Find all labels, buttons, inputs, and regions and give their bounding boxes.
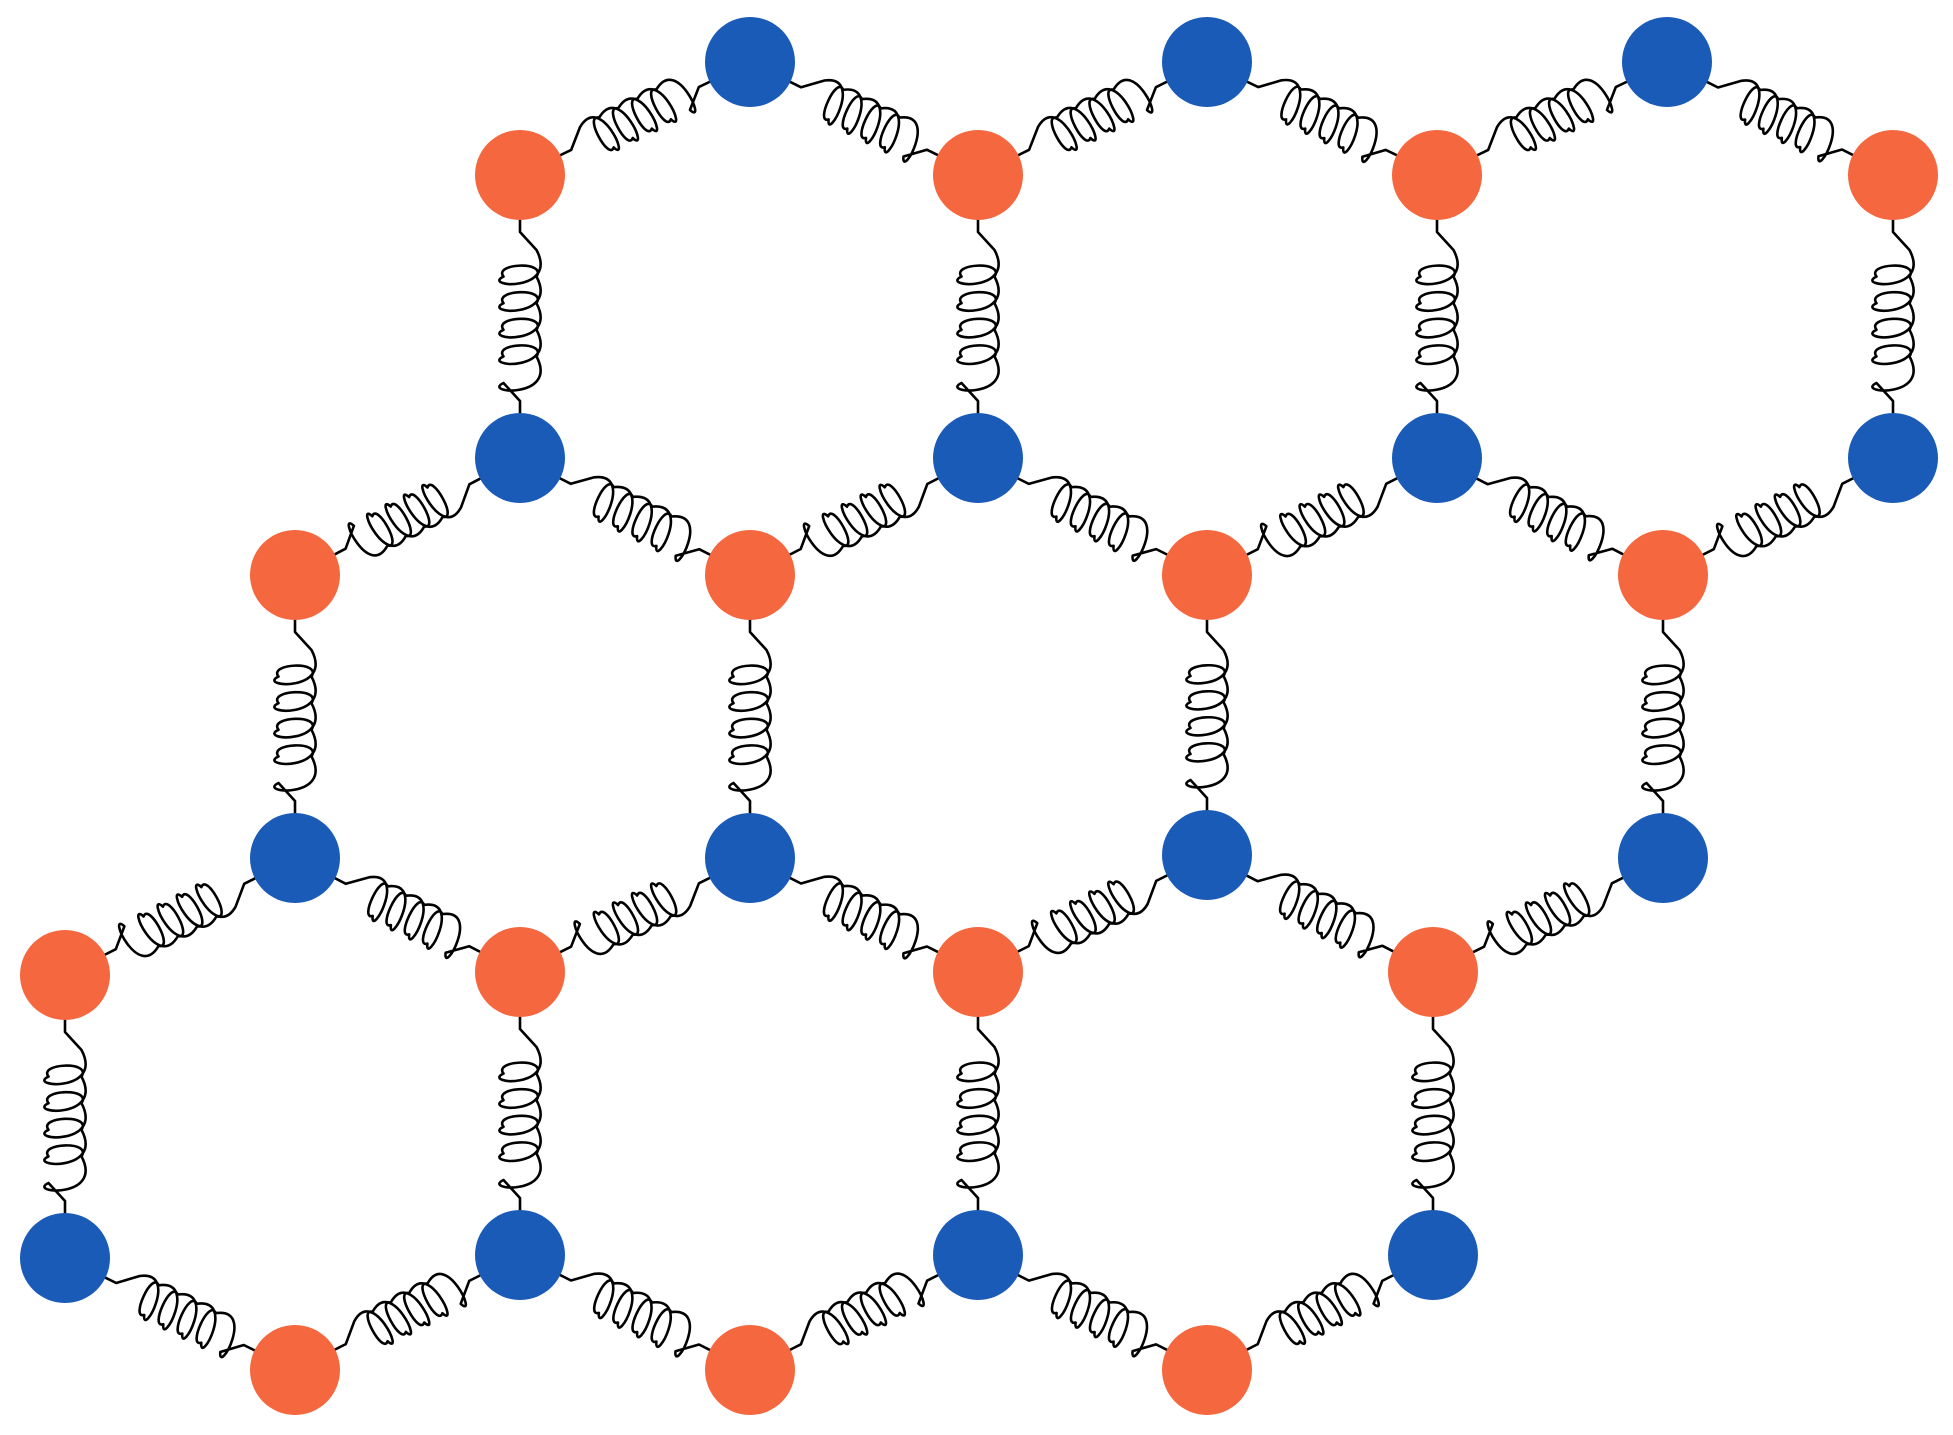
orange-atom [1618, 530, 1708, 620]
orange-atom [933, 130, 1023, 220]
spring-bond [1474, 78, 1630, 158]
blue-atom [1388, 1210, 1478, 1300]
spring-bond [1244, 78, 1400, 164]
spring-bond [787, 875, 941, 960]
spring-bond [956, 1013, 1000, 1214]
spring-bond [1015, 1272, 1170, 1358]
spring-bond [1641, 616, 1685, 817]
spring-bond [787, 1272, 941, 1352]
spring-bond [557, 475, 713, 563]
blue-atom [705, 813, 795, 903]
spring-bond [956, 216, 1000, 417]
orange-atom [705, 530, 795, 620]
spring-bond [728, 616, 772, 817]
orange-atom [250, 1325, 340, 1415]
orange-atom [1162, 1325, 1252, 1415]
spring-bond [1700, 476, 1856, 558]
spring-bond [498, 216, 542, 417]
spring-bond [1473, 476, 1627, 562]
orange-atom [1392, 130, 1482, 220]
spring-bond [787, 476, 941, 557]
orange-atom [1388, 927, 1478, 1017]
blue-atom [20, 1213, 110, 1303]
orange-atom [1162, 530, 1252, 620]
spring-bond [787, 79, 941, 163]
atoms-layer [20, 17, 1938, 1415]
blue-atom [1622, 17, 1712, 107]
spring-bond [557, 78, 713, 158]
spring-bond [498, 1013, 542, 1214]
spring-bond [1415, 216, 1459, 417]
blue-atom [933, 413, 1023, 503]
spring-bond [102, 1274, 258, 1359]
spring-bond [1015, 78, 1170, 158]
orange-atom [250, 530, 340, 620]
spring-bond [557, 875, 713, 955]
orange-atom [20, 930, 110, 1020]
blue-atom [250, 813, 340, 903]
blue-atom [705, 17, 795, 107]
spring-bond [273, 616, 317, 817]
orange-atom [475, 927, 565, 1017]
blue-atom [1848, 413, 1938, 503]
orange-atom [705, 1325, 795, 1415]
blue-atom [475, 1210, 565, 1300]
spring-bond [1244, 1272, 1396, 1352]
spring-bond [1704, 79, 1856, 163]
blue-atom [1162, 17, 1252, 107]
orange-atom [475, 130, 565, 220]
blue-atom [1162, 810, 1252, 900]
blue-atom [933, 1210, 1023, 1300]
blue-atom [1618, 813, 1708, 903]
springs-layer [43, 78, 1915, 1359]
spring-bond [43, 1016, 87, 1217]
spring-bond [1470, 875, 1626, 955]
spring-bond [331, 476, 484, 557]
spring-bond [1015, 873, 1170, 954]
spring-bond [102, 876, 258, 958]
spring-bond [1243, 873, 1397, 959]
spring-bond [1871, 216, 1915, 417]
spring-bond [557, 1272, 713, 1358]
spring-bond [1411, 1013, 1455, 1214]
spring-bond [1015, 476, 1170, 562]
blue-atom [1392, 413, 1482, 503]
blue-atom [475, 413, 565, 503]
spring-bond [1185, 616, 1229, 814]
orange-atom [933, 927, 1023, 1017]
spring-bond [1244, 476, 1400, 558]
spring-bond [332, 875, 483, 960]
spring-bond [332, 1272, 483, 1352]
orange-atom [1848, 130, 1938, 220]
